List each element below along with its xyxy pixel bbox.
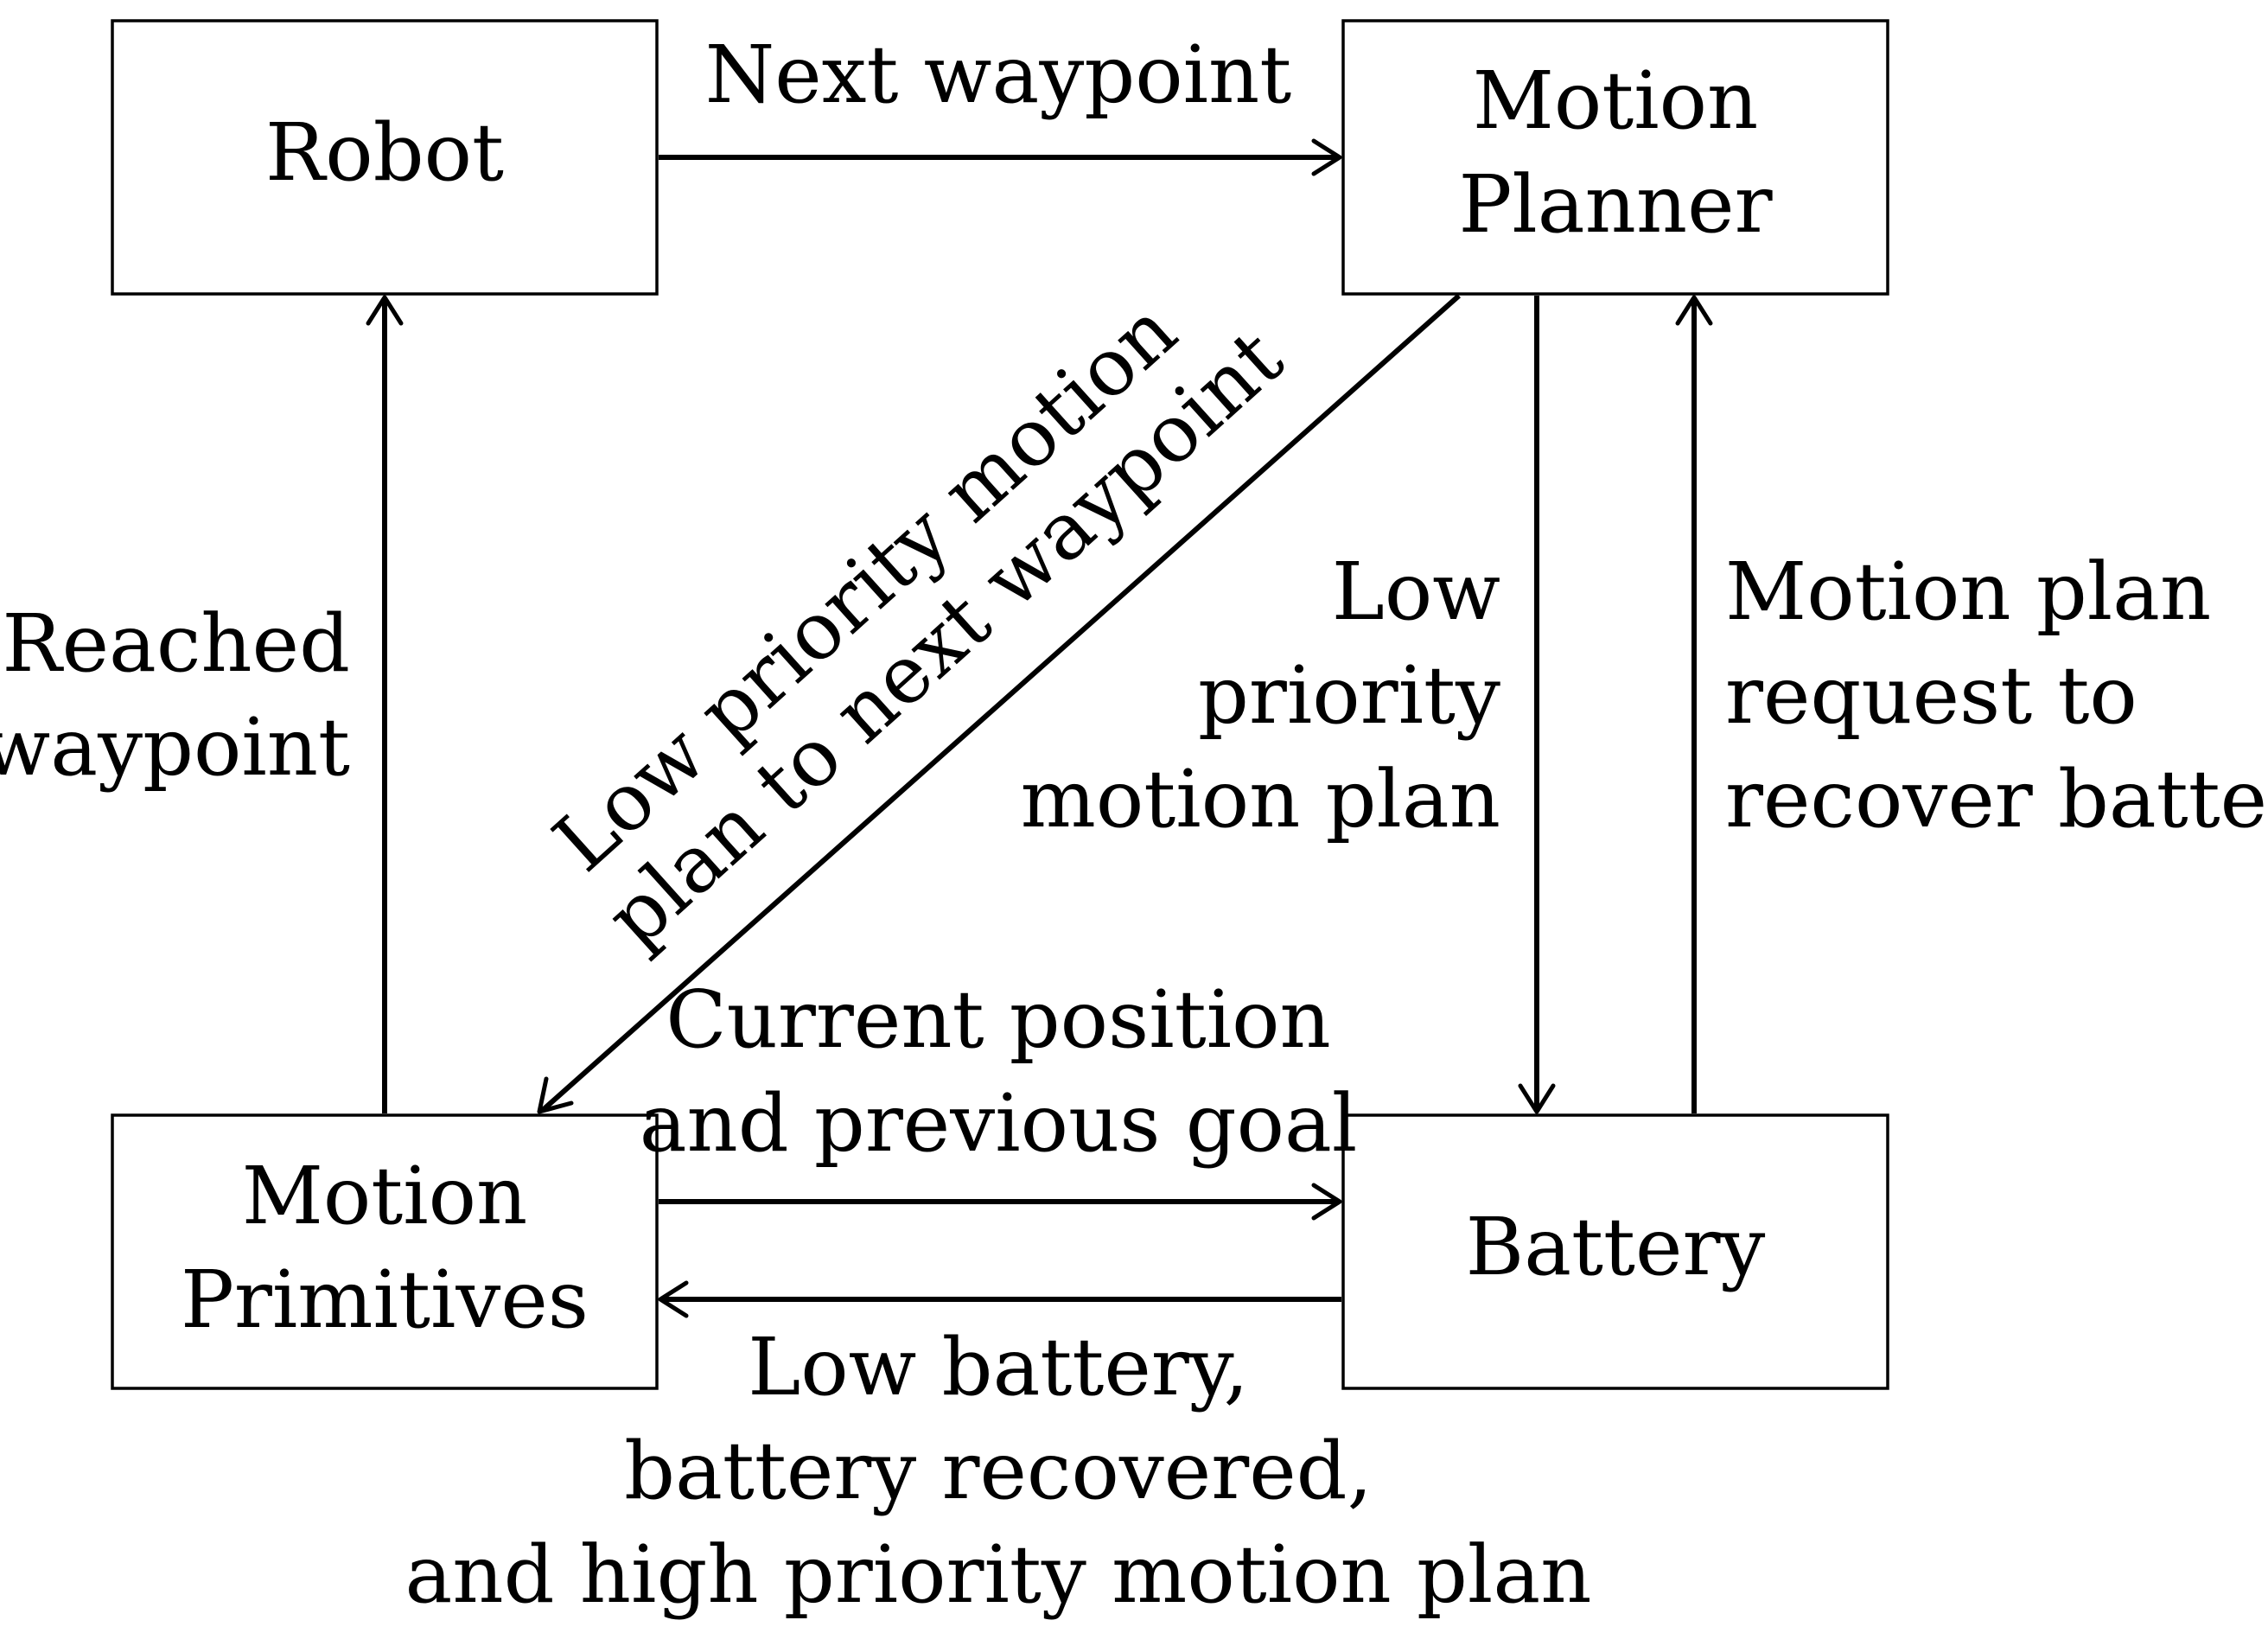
arrow-right-icon [1311, 1183, 1342, 1221]
node-motion-planner: Motion Planner [1341, 19, 1889, 296]
edge-primitives-to-robot-label-line-2: waypoint [0, 701, 350, 794]
edge-planner-to-battery: Low priority motion plan [1021, 296, 1556, 1114]
edge-battery-to-primitives-label-line-2: battery recovered, [624, 1425, 1373, 1517]
edge-battery-to-primitives-label-line-1: Low battery, [748, 1321, 1249, 1413]
edge-planner-to-battery-label-line-1: Low [1332, 545, 1500, 638]
node-motion-primitives-label-line-2: Primitives [181, 1253, 589, 1346]
edge-primitives-to-battery-label-line-2: and previous goal [640, 1077, 1358, 1170]
node-robot-box [111, 19, 659, 296]
node-robot-label: Robot [265, 106, 504, 199]
arrow-up-icon [366, 295, 404, 326]
edge-battery-to-primitives-label-line-3: and high priority motion plan [405, 1528, 1592, 1621]
edge-robot-to-planner-label: Next waypoint [705, 29, 1292, 121]
node-motion-primitives-box [111, 1113, 659, 1390]
edge-battery-to-planner-label-line-2: request to [1725, 649, 2137, 742]
arrow-diagonal-icon [537, 1076, 574, 1114]
edge-primitives-to-battery-label-line-1: Current position [666, 973, 1330, 1066]
edge-battery-to-planner-label-line-3: recover battery [1725, 753, 2268, 845]
node-motion-planner-label-line-1: Motion [1473, 54, 1759, 147]
edge-planner-to-battery-label-line-2: priority [1198, 649, 1500, 742]
node-motion-primitives: Motion Primitives [111, 1113, 659, 1390]
node-motion-planner-label-line-2: Planner [1458, 158, 1772, 251]
edge-battery-to-planner: Motion plan request to recover battery [1675, 295, 2268, 1113]
node-motion-planner-box [1341, 19, 1889, 296]
node-battery: Battery [1341, 1113, 1889, 1390]
edge-battery-to-planner-label-line-1: Motion plan [1725, 545, 2211, 638]
node-battery-box [1341, 1113, 1889, 1390]
edge-primitives-to-battery: Current position and previous goal [640, 973, 1358, 1221]
edge-planner-to-primitives-line [541, 293, 1461, 1113]
arrow-up-icon [1675, 295, 1713, 326]
node-battery-label: Battery [1466, 1201, 1766, 1293]
arrow-down-icon [1518, 1083, 1556, 1114]
edge-primitives-to-robot-label-line-1: Reached [2, 597, 350, 690]
edge-robot-to-planner: Next waypoint [659, 29, 1342, 176]
node-motion-primitives-label-line-1: Motion [242, 1150, 528, 1242]
edge-battery-to-primitives: Low battery, battery recovered, and high… [405, 1280, 1592, 1621]
edge-planner-to-primitives-label-line-2: plan to next waypoint [589, 312, 1301, 966]
arrow-left-icon [658, 1280, 689, 1318]
edge-planner-to-battery-label-line-3: motion plan [1021, 753, 1500, 845]
edge-primitives-to-robot: Reached waypoint [0, 295, 404, 1113]
node-robot: Robot [111, 19, 659, 296]
arrow-right-icon [1311, 138, 1342, 176]
